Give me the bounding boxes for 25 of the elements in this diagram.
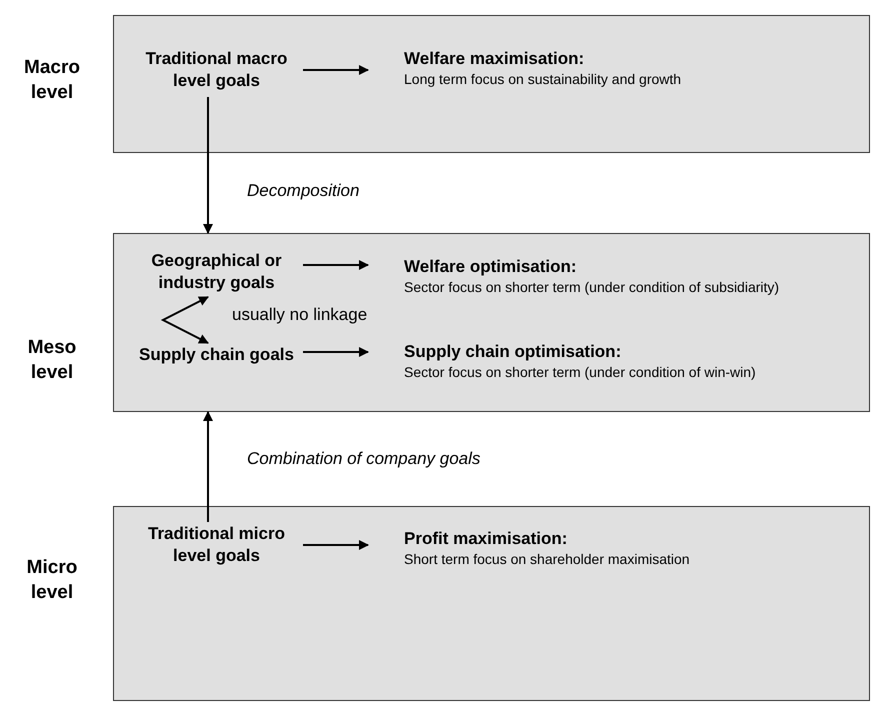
edge-label: Decomposition <box>247 181 360 201</box>
arrow <box>203 411 213 522</box>
arrow <box>160 296 209 344</box>
outcome-title: Welfare optimisation: <box>404 256 578 278</box>
arrow <box>303 347 369 357</box>
level-heading: Meso level <box>26 336 78 385</box>
arrow <box>303 260 369 270</box>
outcome-description: Sector focus on shorter term (under condition of subsidiarity) <box>404 278 780 296</box>
outcome-description: Long term focus on sustainability and growth <box>404 70 682 88</box>
goal-label: Traditional micro level goals <box>129 523 304 573</box>
outcome-title: Supply chain optimisation: <box>404 341 622 363</box>
arrow <box>303 540 369 550</box>
outcome-title: Welfare maximisation: <box>404 48 586 70</box>
outcome-description: Short term focus on shareholder maximisation <box>404 550 691 568</box>
edge-label: usually no linkage <box>232 305 368 325</box>
outcome-description: Sector focus on shorter term (under condition of win-win) <box>404 363 757 382</box>
arrow <box>203 97 213 234</box>
level-heading: Micro level <box>26 556 78 605</box>
level-heading: Macro level <box>23 56 81 105</box>
goal-label: Traditional macro level goals <box>129 48 304 98</box>
goal-label: Supply chain goals <box>129 344 304 392</box>
arrow <box>303 65 369 75</box>
outcome-title: Profit maximisation: <box>404 528 568 550</box>
edge-label: Combination of company goals <box>247 449 480 469</box>
goal-label: Geographical or industry goals <box>129 250 304 298</box>
